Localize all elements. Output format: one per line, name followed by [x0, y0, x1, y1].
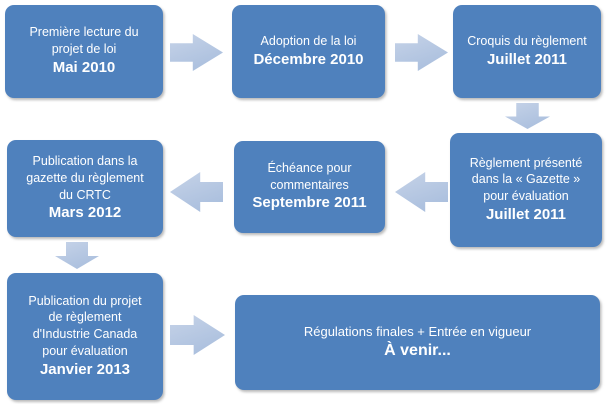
step-premiere-lecture: Première lecture du projet de loi Mai 20…	[5, 5, 163, 98]
step-text-line: Règlement présenté	[469, 155, 583, 170]
step-publication-gazette-crtc: Publication dans la gazette du règlement…	[7, 140, 163, 237]
step-text-line: Échéance pour	[267, 160, 352, 175]
step-regulations-finales: Régulations finales + Entrée en vigueur …	[235, 295, 600, 390]
step-text-line: de règlement	[48, 310, 122, 325]
arrow-down-icon	[505, 103, 550, 129]
step-date: Juillet 2011	[485, 205, 567, 223]
step-text-line: Publication du projet	[28, 293, 142, 308]
step-text-line: Croquis du règlement	[467, 33, 587, 48]
step-text-line: du CRTC	[59, 187, 111, 202]
step-text-line: pour évaluation	[42, 343, 128, 358]
step-echeance-commentaires: Échéance pour commentaires Septembre 201…	[234, 141, 385, 233]
step-text-line: gazette du règlement	[26, 170, 144, 185]
step-date: Juillet 2011	[486, 50, 568, 68]
step-text-line: Régulations finales + Entrée en vigueur	[303, 323, 532, 339]
arrow-right-icon	[395, 34, 448, 71]
arrow-right-icon	[170, 34, 223, 71]
step-text-line: pour évaluation	[483, 189, 569, 204]
arrow-left-icon	[170, 172, 223, 212]
step-croquis-reglement: Croquis du règlement Juillet 2011	[453, 5, 601, 98]
step-date: Septembre 2011	[252, 194, 367, 212]
step-text-line: projet de loi	[51, 42, 117, 57]
step-text-line: Première lecture du	[29, 25, 139, 40]
step-projet-industrie-canada: Publication du projet de règlement d'Ind…	[7, 273, 163, 400]
step-text-line: dans la « Gazette »	[471, 172, 581, 187]
step-adoption-loi: Adoption de la loi Décembre 2010	[232, 5, 385, 98]
step-text-line: Publication dans la	[32, 154, 138, 169]
step-date: Mars 2012	[48, 204, 122, 222]
arrow-left-icon	[395, 172, 448, 212]
step-text-line: commentaires	[270, 177, 349, 192]
step-date: Mai 2010	[52, 58, 116, 76]
arrow-down-icon	[55, 242, 99, 269]
arrow-right-icon	[170, 315, 225, 355]
step-date: Décembre 2010	[253, 50, 364, 68]
step-date: À venir...	[384, 342, 451, 360]
step-text-line: Adoption de la loi	[260, 33, 357, 48]
step-date: Janvier 2013	[39, 360, 131, 378]
step-reglement-gazette: Règlement présenté dans la « Gazette » p…	[450, 133, 602, 247]
step-text-line: d'Industrie Canada	[32, 327, 138, 342]
